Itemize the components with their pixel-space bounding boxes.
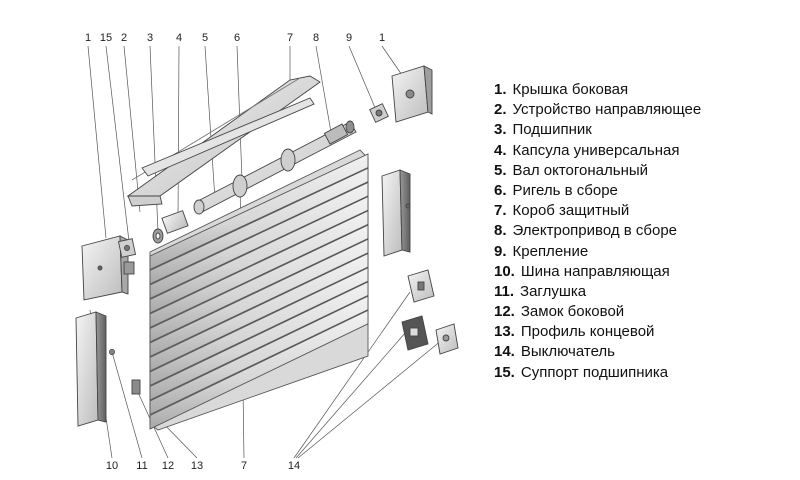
legend-item: 3. Подшипник [494, 120, 701, 140]
legend-text: Устройство направляющее [512, 101, 702, 119]
legend-text: Крепление [512, 242, 589, 260]
legend-item: 1. Крышка боковая [494, 80, 701, 100]
legend-item: 8. Электропривод в сборе [494, 221, 701, 241]
legend-number: 4. [494, 141, 507, 159]
right-guide-rail [381, 169, 411, 257]
legend-item: 12. Замок боковой [494, 302, 701, 322]
slat [149, 167, 369, 285]
callout-bottom-7: 7 [240, 460, 248, 472]
callout-bottom-14: 14 [287, 460, 301, 472]
callout-top-2: 2 [120, 32, 128, 44]
slat-curtain [149, 149, 369, 431]
callout-bottom-10: 10 [105, 460, 119, 472]
slat [149, 295, 369, 416]
legend-number: 13. [494, 323, 515, 341]
legend-number: 12. [494, 303, 515, 321]
legend-item: 2. Устройство направляющее [494, 100, 701, 120]
legend-item: 13. Профиль концевой [494, 322, 701, 342]
slat [149, 266, 369, 387]
slat [149, 281, 369, 401]
callout-top-15: 15 [99, 32, 113, 44]
legend-number: 1. [494, 81, 507, 98]
legend-text: Шина направляющая [520, 262, 670, 280]
callout-top-9: 9 [345, 32, 353, 44]
legend-text: Заглушка [520, 282, 587, 300]
legend-number: 3. [494, 121, 507, 139]
legend-text: Вал октогональный [512, 161, 649, 179]
left-guide-rail [75, 311, 115, 427]
legend-item: 7. Короб защитный [494, 201, 701, 221]
callout-top-1: 1 [84, 32, 92, 44]
legend-item: 6. Ригель в сборе [494, 181, 701, 201]
slat [149, 252, 369, 372]
legend-item: 5. Вал октогональный [494, 161, 701, 181]
legend-text: Короб защитный [512, 202, 630, 220]
legend-text: Замок боковой [520, 303, 625, 321]
legend-item: 4. Капсула универсальная [494, 141, 701, 161]
slat [149, 309, 369, 430]
callout-bottom-13: 13 [190, 460, 204, 472]
legend-number: 8. [494, 222, 507, 240]
callout-top-3: 3 [146, 32, 154, 44]
legend-number: 9. [494, 242, 507, 260]
legend-number: 7. [494, 202, 507, 220]
legend-text: Ригель в сборе [512, 181, 618, 199]
callout-top-4: 4 [175, 32, 183, 44]
roller-shutter-drawing [75, 45, 459, 459]
legend-number: 6. [494, 181, 507, 199]
legend-text: Крышка боковая [512, 81, 629, 98]
switches [401, 269, 459, 355]
protective-box [126, 75, 321, 207]
legend-number: 14. [494, 343, 515, 361]
callout-bottom-12: 12 [161, 460, 175, 472]
callout-top-8: 8 [312, 32, 320, 44]
legend-item: 11. Заглушка [494, 282, 701, 302]
callout-top-5: 5 [201, 32, 209, 44]
legend-text: Суппорт подшипника [520, 363, 669, 381]
callout-bottom-11: 11 [136, 460, 148, 472]
slat [149, 181, 369, 300]
capsule-bearing [152, 210, 189, 244]
bearing-support [117, 238, 137, 275]
legend-text: Электропривод в сборе [512, 222, 678, 240]
slat [149, 210, 369, 329]
legend-number: 10. [494, 262, 515, 280]
slat [149, 153, 369, 271]
legend-number: 11. [494, 282, 515, 300]
legend-text: Выключатель [520, 343, 615, 361]
legend-item: 14. Выключатель [494, 342, 701, 362]
slat [149, 195, 369, 314]
legend-item: 10. Шина направляющая [494, 262, 701, 282]
slat [149, 224, 369, 343]
legend-item: 9. Крепление [494, 242, 701, 262]
mount-and-right-cover [369, 65, 433, 123]
side-lock [131, 379, 141, 395]
legend-number: 2. [494, 101, 507, 119]
legend-number: 15. [494, 363, 515, 381]
legend-number: 5. [494, 161, 507, 179]
callout-top-1b: 1 [378, 32, 386, 44]
legend-text: Капсула универсальная [512, 141, 680, 159]
legend-text: Подшипник [512, 121, 592, 139]
callout-top-7: 7 [286, 32, 294, 44]
shaft-assembly [193, 120, 357, 215]
parts-legend: 1. Крышка боковая 2. Устройство направляющ… [494, 80, 701, 383]
legend-text: Профиль концевой [520, 323, 655, 341]
callout-top-6: 6 [233, 32, 241, 44]
slat [149, 238, 369, 358]
legend-item: 15. Суппорт подшипника [494, 363, 701, 383]
